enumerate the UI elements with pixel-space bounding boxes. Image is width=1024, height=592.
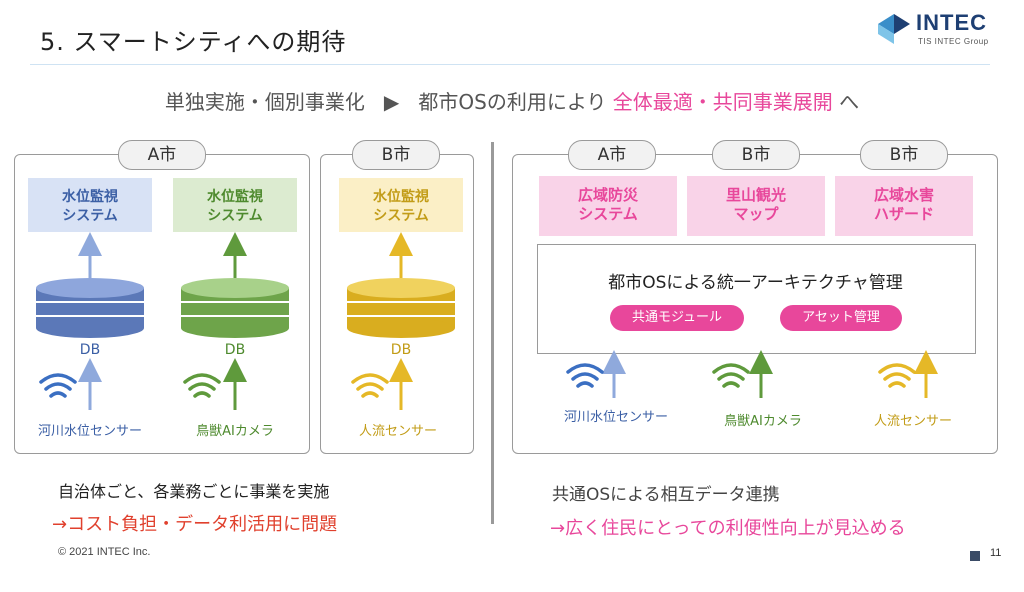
copyright: © 2021 INTEC Inc. (58, 546, 151, 558)
architecture-title: 都市OSによる統一アーキテクチャ管理 (608, 273, 903, 293)
system-box-water-a2: 水位監視 システム (173, 178, 297, 232)
db-label-b: DB (390, 342, 412, 358)
chip-asset-management: アセット管理 (780, 305, 902, 331)
headline-highlight: 全体最適・共同事業展開 (612, 90, 833, 114)
page-title: 5. スマートシティへの期待 (40, 28, 347, 56)
sensor-label-left-1: 河川水位センサー (37, 424, 142, 439)
company-logo-subtitle: TIS INTEC Group (918, 37, 989, 46)
sensor-label-right-2: 鳥獣AIカメラ (724, 414, 802, 429)
page-marker-icon (970, 551, 980, 561)
sensor-label-left-3: 人流センサー (358, 424, 437, 439)
left-note: 自治体ごと、各業務ごとに事業を実施 (58, 482, 330, 501)
service-box-flood: 広域水害 ハザード (835, 176, 973, 236)
service-box-disaster: 広域防災 システム (539, 176, 677, 236)
system-box-water-b: 水位監視 システム (339, 178, 463, 232)
chip-common-module: 共通モジュール (610, 305, 744, 331)
page-number: 11 (990, 547, 1002, 559)
pill-city-a-left: A市 (118, 140, 206, 170)
db-label-a2: DB (224, 342, 246, 358)
sensor-label-left-2: 鳥獣AIカメラ (196, 424, 274, 439)
headline: 単独実施・個別事業化 ▶ 都市OSの利用により 全体最適・共同事業展開 へ (0, 86, 1024, 115)
headline-prefix: 単独実施・個別事業化 (164, 90, 365, 114)
right-note: 共通OSによる相互データ連携 (552, 485, 780, 505)
pill-city-b-right-1: B市 (712, 140, 800, 170)
system-box-water-a1: 水位監視 システム (28, 178, 152, 232)
sensor-label-right-1: 河川水位センサー (563, 410, 668, 425)
city-os-architecture-box (537, 244, 976, 354)
title-divider (30, 64, 990, 65)
company-logo-text: INTEC (916, 10, 987, 35)
pill-city-b-right-2: B市 (860, 140, 948, 170)
left-problem-note: →コスト負担・データ利活用に問題 (52, 514, 338, 535)
section-divider (491, 142, 494, 524)
pill-city-b-left: B市 (352, 140, 440, 170)
headline-suffix: へ (839, 90, 860, 114)
headline-middle: 都市OSの利用により (418, 90, 607, 114)
headline-arrow-icon: ▶ (383, 90, 400, 114)
service-box-tourism: 里山観光 マップ (687, 176, 825, 236)
sensor-label-right-3: 人流センサー (873, 414, 952, 429)
right-benefit-note: →広く住民にとっての利便性向上が見込める (550, 518, 906, 539)
db-label-a1: DB (79, 342, 101, 358)
pill-city-a-right: A市 (568, 140, 656, 170)
